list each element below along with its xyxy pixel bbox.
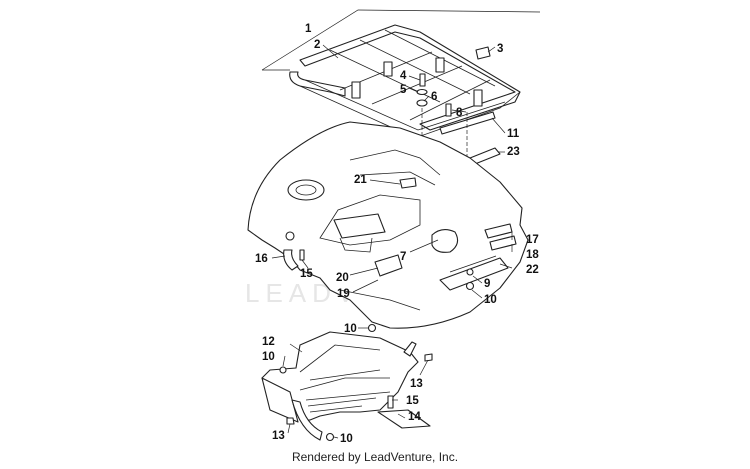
callout-14: 14	[408, 411, 421, 423]
callout-9: 9	[484, 278, 490, 290]
rear-rack	[289, 24, 521, 139]
callout-6: 6	[431, 91, 437, 103]
assembly-bracket	[261, 9, 541, 71]
callout-10-lower: 10	[344, 323, 357, 335]
leader-lines	[271, 44, 513, 439]
callout-10-bottom: 10	[340, 433, 353, 445]
callout-1: 1	[305, 23, 312, 35]
callout-21: 21	[354, 174, 367, 186]
callout-15-fender: 15	[300, 268, 313, 280]
callout-4: 4	[400, 70, 407, 82]
callout-19: 19	[337, 288, 350, 300]
callout-3: 3	[497, 43, 503, 55]
callout-8: 8	[456, 107, 463, 119]
callout-13-left: 13	[272, 430, 285, 442]
callout-12: 12	[262, 336, 275, 348]
callout-10-footwell: 10	[262, 351, 275, 363]
callout-7: 7	[400, 251, 406, 263]
callout-20: 20	[336, 272, 349, 284]
callout-13-right: 13	[410, 378, 423, 390]
callout-23: 23	[507, 146, 520, 158]
rear-fender	[247, 121, 529, 329]
foot-rest-14	[377, 409, 431, 429]
callout-5: 5	[400, 84, 407, 96]
callout-15-footrest: 15	[406, 395, 419, 407]
bumper-16	[283, 249, 299, 271]
nut-10	[367, 323, 377, 333]
callout-22: 22	[526, 264, 539, 276]
left-footwell	[261, 331, 433, 442]
callout-2: 2	[314, 39, 320, 51]
callout-10-fender: 10	[484, 294, 497, 306]
render-credit: Rendered by LeadVenture, Inc.	[291, 450, 459, 464]
callout-17: 17	[526, 234, 539, 246]
callout-11: 11	[507, 128, 520, 140]
callout-16: 16	[255, 253, 268, 265]
callout-18: 18	[526, 249, 539, 261]
